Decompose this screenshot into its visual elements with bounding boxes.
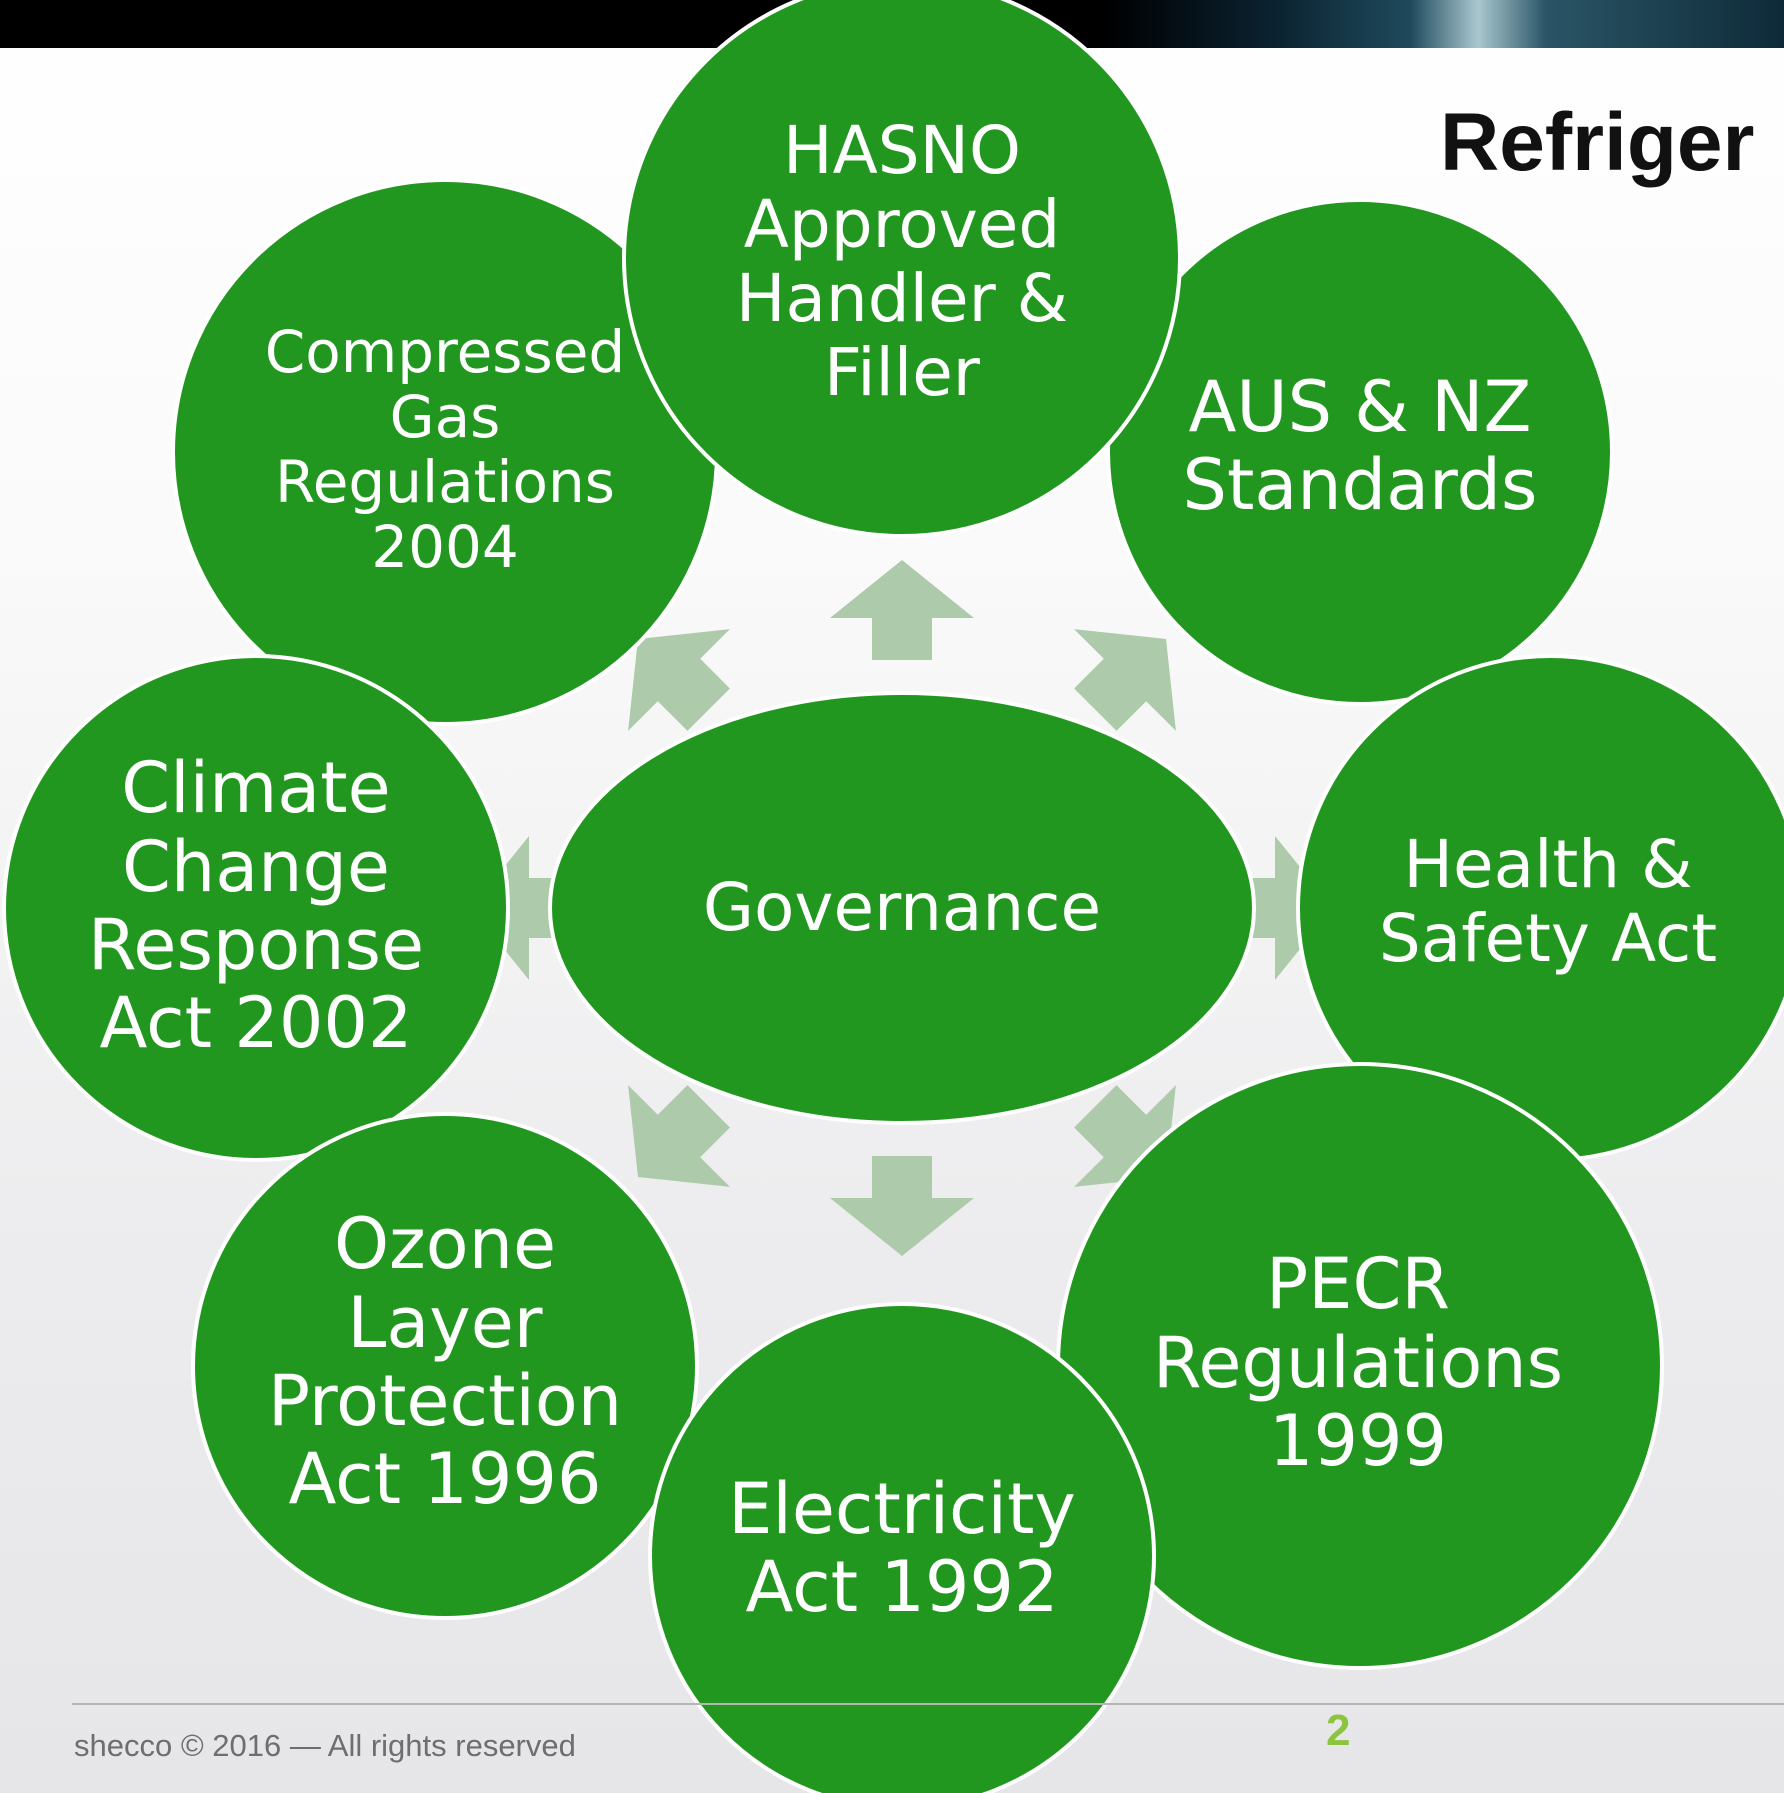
- page-number: 2: [1326, 1706, 1351, 1755]
- node-circle-climate: [2, 654, 510, 1162]
- arrow-left: [471, 836, 571, 980]
- arrow-down: [830, 1156, 974, 1256]
- footer-divider: [72, 1703, 1784, 1705]
- node-label-electricity: Electricity Act 1992: [728, 1467, 1076, 1628]
- footer-copyright: shecco © 2016 — All rights reserved: [74, 1728, 576, 1763]
- node-circle-ozone: [191, 1112, 699, 1620]
- node-label-pecr: PECR Regulations 1999: [1152, 1243, 1564, 1483]
- node-label-standards: AUS & NZ Standards: [1182, 365, 1538, 526]
- node-label-compressed-gas: Compressed Gas Regulations 2004: [264, 318, 626, 581]
- arrow-right: [1233, 836, 1333, 980]
- arrow-up-left: [628, 629, 730, 731]
- slide-title: Refriger: [1440, 97, 1755, 188]
- node-circle-hasno: [622, 0, 1182, 538]
- center-node-shape: [548, 691, 1256, 1125]
- arrow-up: [830, 560, 974, 660]
- node-label-health-safety: Health & Safety Act: [1378, 826, 1718, 977]
- node-circle-standards: [1106, 198, 1614, 706]
- header-image: [1104, 0, 1784, 48]
- node-label-ozone: Ozone Layer Protection Act 1996: [267, 1203, 623, 1521]
- node-label-climate: Climate Change Response Act 2002: [87, 747, 425, 1065]
- center-node-label: Governance: [702, 869, 1102, 947]
- node-circle-electricity: [648, 1302, 1156, 1793]
- node-label-hasno: HASNO Approved Handler & Filler: [735, 112, 1069, 411]
